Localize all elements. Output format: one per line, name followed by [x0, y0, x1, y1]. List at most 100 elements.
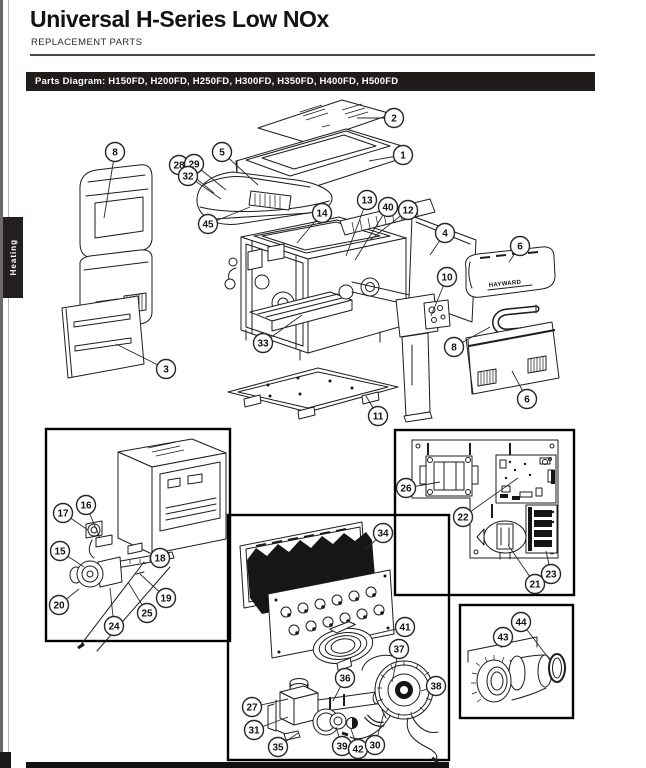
svg-text:23: 23 [545, 569, 557, 580]
svg-text:34: 34 [377, 528, 389, 539]
svg-text:36: 36 [339, 673, 351, 684]
callout-6: 6 [508, 235, 531, 263]
svg-text:40: 40 [382, 202, 394, 213]
svg-text:6: 6 [517, 241, 523, 252]
detail-union-fitting [467, 636, 566, 703]
callout-2: 2 [357, 107, 405, 129]
svg-text:22: 22 [457, 512, 469, 523]
callout-8: 8 [443, 326, 491, 358]
transformer [419, 455, 479, 497]
callout-38: 38 [420, 675, 447, 697]
callout-22: 22 [452, 477, 519, 528]
callout-40: 40 [354, 196, 399, 261]
callout-31: 31 [243, 716, 289, 741]
callout-27: 27 [241, 696, 289, 718]
callout-8: 8 [103, 141, 126, 219]
svg-text:21: 21 [529, 579, 541, 590]
svg-text:38: 38 [430, 681, 442, 692]
part-mounting-bracket [395, 293, 451, 423]
svg-text:17: 17 [57, 508, 69, 519]
callout-19: 19 [139, 573, 177, 609]
svg-text:6: 6 [524, 394, 530, 405]
part-left-panel-top [79, 164, 153, 258]
part-right-trim-panel: HAYWARD [465, 246, 556, 298]
callout-14: 14 [296, 202, 333, 244]
header-rule [30, 54, 595, 56]
callout-4: 4 [429, 222, 456, 256]
parts-diagram-bar: Parts Diagram: H150FD, H200FD, H250FD, H… [26, 72, 595, 91]
burner-orifice-holes [274, 574, 390, 654]
svg-text:29: 29 [188, 159, 200, 170]
callout-35: 35 [267, 732, 299, 758]
callout-13: 13 [345, 189, 378, 257]
callout-37: 37 [388, 638, 410, 683]
callout-42: 42 [347, 728, 369, 760]
svg-text:10: 10 [441, 272, 453, 283]
svg-text:30: 30 [369, 740, 381, 751]
brand-text: HAYWARD [489, 280, 522, 289]
callout-44: 44 [510, 611, 551, 661]
svg-text:33: 33 [257, 338, 269, 349]
control-board [495, 454, 557, 504]
callout-41: 41 [369, 616, 416, 638]
svg-text:8: 8 [112, 147, 118, 158]
svg-text:39: 39 [336, 741, 348, 752]
callout-5: 5 [211, 141, 259, 186]
callout-1: 1 [368, 144, 414, 166]
callout-34: 34 [364, 522, 394, 551]
svg-text:16: 16 [80, 500, 92, 511]
burner-detail-box [44, 427, 232, 643]
svg-text:18: 18 [154, 553, 166, 564]
svg-text:44: 44 [515, 617, 527, 628]
svg-text:12: 12 [402, 205, 414, 216]
svg-text:37: 37 [393, 644, 405, 655]
callout-43: 43 [492, 626, 514, 649]
detail-blower-motor [312, 621, 374, 672]
svg-text:28: 28 [173, 160, 185, 171]
callout-24: 24 [103, 587, 125, 637]
callout-12: 12 [369, 199, 419, 241]
part-right-front-panel [465, 321, 560, 395]
heating-section-tab: Heating [3, 217, 23, 298]
svg-text:45: 45 [202, 219, 214, 230]
callout-16: 16 [75, 494, 101, 539]
part-side-panel [61, 295, 145, 379]
callout-10: 10 [430, 266, 458, 317]
svg-text:20: 20 [53, 600, 65, 611]
callout-20: 20 [48, 588, 80, 616]
callout-25: 25 [127, 581, 158, 624]
svg-text:41: 41 [399, 622, 411, 633]
scan-corner-artifact [0, 752, 11, 768]
callout-21: 21 [507, 544, 546, 595]
control-panel-detail-box [393, 428, 576, 597]
svg-text:2: 2 [391, 113, 397, 124]
callout-26: 26 [395, 477, 441, 499]
relay-board [525, 504, 558, 554]
svg-text:4: 4 [442, 228, 448, 239]
page-bottom-bar [26, 762, 449, 768]
svg-text:25: 25 [141, 608, 153, 619]
svg-text:35: 35 [272, 742, 284, 753]
svg-text:19: 19 [160, 593, 172, 604]
parts-bar-label: Parts Diagram: [35, 76, 106, 87]
scan-edge [0, 0, 3, 768]
callout-11: 11 [365, 395, 389, 427]
callout-18: 18 [143, 547, 171, 569]
part-base-pan [227, 367, 399, 420]
svg-text:15: 15 [54, 546, 66, 557]
svg-text:31: 31 [248, 725, 260, 736]
svg-text:14: 14 [316, 208, 328, 219]
svg-text:5: 5 [219, 147, 225, 158]
callout-3: 3 [115, 343, 177, 380]
parts-bar-models: H150FD, H200FD, H250FD, H300FD, H350FD, … [108, 76, 399, 87]
svg-text:8: 8 [451, 342, 457, 353]
page-edge-line [8, 0, 9, 768]
callout-36: 36 [332, 667, 356, 702]
svg-text:3: 3 [163, 364, 169, 375]
svg-text:32: 32 [182, 171, 194, 182]
svg-text:11: 11 [373, 411, 384, 422]
svg-text:24: 24 [108, 621, 120, 632]
union-detail-box [458, 603, 575, 720]
